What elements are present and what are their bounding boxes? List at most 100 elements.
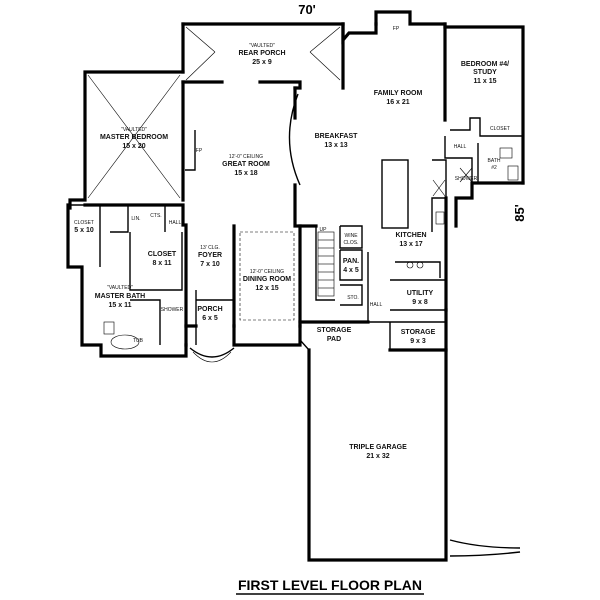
wall-bedroom4-outer xyxy=(443,25,525,185)
pantry-size: 4 x 5 xyxy=(343,267,359,274)
wall-pantry xyxy=(339,249,363,281)
vault-porch-4 xyxy=(309,51,341,81)
shower-br4-label: SHOWER xyxy=(455,176,478,182)
closet-left-size: 5 x 10 xyxy=(74,227,94,234)
wall-master-bottom xyxy=(83,203,185,227)
stairs xyxy=(317,231,335,297)
dining-room-note: 12'-0" CEILING xyxy=(250,269,284,275)
breakfast-size: 13 x 13 xyxy=(324,142,347,149)
wall-bath2-bottom xyxy=(454,181,525,228)
bath2-name2: #2 xyxy=(491,165,497,171)
rear-porch-name: REAR PORCH xyxy=(238,50,285,57)
vault-mb-2 xyxy=(87,74,181,199)
tub-shape xyxy=(110,334,140,350)
hall-mb-label: HALL xyxy=(169,220,182,226)
wall-storage-small xyxy=(340,284,363,306)
kitchen-counter-right xyxy=(431,159,447,232)
wall-utility-bottom xyxy=(390,309,447,323)
porch-name: PORCH xyxy=(197,306,222,313)
great-room-size: 15 x 18 xyxy=(234,170,257,177)
front-steps-arc xyxy=(189,347,235,358)
wall-master-bedroom-outer xyxy=(68,70,185,210)
storage-util-size: 9 x 3 xyxy=(410,338,426,345)
vault-porch-1 xyxy=(185,26,216,53)
kitchen-name: KITCHEN xyxy=(395,232,426,239)
foyer-note: 13' CLG. xyxy=(200,245,220,251)
shower-mb-label: SHOWER xyxy=(161,307,184,313)
fireplace-mb-box xyxy=(185,130,196,171)
master-bedroom-name: MASTER BEDROOM xyxy=(100,134,168,141)
bath2-name: BATH xyxy=(488,158,501,164)
interior-walls xyxy=(68,22,523,350)
master-bath-note: "VAULTED" xyxy=(107,285,133,291)
sink-kitchen-2 xyxy=(416,261,424,269)
shower-br4-x2 xyxy=(459,167,473,183)
rear-porch-note: "VAULTED" xyxy=(249,43,275,49)
wall-lin xyxy=(110,204,129,233)
triple-garage-name: TRIPLE GARAGE xyxy=(349,444,407,451)
wine-closet-name2: CLOS. xyxy=(343,240,358,246)
dining-room-size: 12 x 15 xyxy=(255,285,278,292)
kitchen-size: 13 x 17 xyxy=(399,241,422,248)
closet-mid-size: 8 x 11 xyxy=(152,260,171,267)
master-bath-name: MASTER BATH xyxy=(95,293,145,300)
wall-chimney-top xyxy=(374,10,447,26)
plan-title: FIRST LEVEL FLOOR PLAN xyxy=(238,577,422,593)
wall-closet-left xyxy=(68,204,101,267)
lin-label: LIN. xyxy=(131,216,140,222)
bedroom4-name: BEDROOM #4/ xyxy=(461,61,509,68)
bath2-sink xyxy=(499,147,513,159)
kitchen-island xyxy=(381,159,409,229)
sink-kitchen xyxy=(406,261,414,269)
master-bedroom-note: "VAULTED" xyxy=(121,127,147,133)
fireplace-mb-label: FP xyxy=(196,148,203,154)
fireplace-top-label: FP xyxy=(393,26,400,32)
closet-br4-label: CLOSET xyxy=(490,126,510,132)
wall-master-bath-divider xyxy=(130,299,161,345)
hall-util-label: HALL xyxy=(370,302,383,308)
bath2-toilet xyxy=(507,165,519,181)
rear-porch-size: 25 x 9 xyxy=(252,59,272,66)
wall-stair-top xyxy=(293,183,318,228)
bedroom4-name2: STUDY xyxy=(473,69,497,76)
foyer-name: FOYER xyxy=(198,252,222,259)
dining-ceiling-outline xyxy=(239,231,295,321)
bedroom4-size: 11 x 15 xyxy=(474,78,497,85)
wall-entry-left xyxy=(184,324,198,347)
triple-garage-size: 21 x 32 xyxy=(366,453,389,460)
storage-util-name: STORAGE xyxy=(401,329,436,336)
fixtures xyxy=(103,147,519,350)
kitchen-x2 xyxy=(432,179,446,197)
storage-small-label: STO. xyxy=(347,295,359,301)
kitchen-appliance xyxy=(435,211,445,225)
wall-garage xyxy=(307,348,448,562)
wine-closet-name: WINE xyxy=(344,233,358,239)
front-steps-arc-2 xyxy=(192,351,232,363)
driveway-curve xyxy=(449,539,521,549)
vault-porch-3 xyxy=(185,51,216,81)
cts-label: CTS. xyxy=(150,213,161,219)
storage-pad-name2: PAD xyxy=(327,336,341,343)
wall-stair-right xyxy=(315,226,335,301)
wall-hall-br4 xyxy=(444,136,473,183)
family-room-size: 16 x 21 xyxy=(386,99,409,106)
vault-lines xyxy=(87,26,341,321)
utility-name: UTILITY xyxy=(407,290,434,297)
toilet-mb xyxy=(103,321,115,335)
porch-size: 6 x 5 xyxy=(202,315,218,322)
wall-br4-closet xyxy=(450,117,523,137)
wall-master-bath-outer xyxy=(66,203,188,358)
stairs-up-label: UP xyxy=(320,227,328,233)
dining-room-name: DINING ROOM xyxy=(243,276,291,283)
wall-top-mid xyxy=(341,22,378,45)
breakfast-curve xyxy=(288,93,301,186)
wall-closet-mid xyxy=(129,232,183,291)
storage-pad-name: STORAGE xyxy=(317,327,352,334)
driveway-curve-2 xyxy=(449,551,521,557)
pantry-name: PAN. xyxy=(343,258,359,265)
depth-dimension-label: 85' xyxy=(512,204,527,222)
breakfast-name: BREAKFAST xyxy=(315,133,359,140)
width-dimension-label: 70' xyxy=(298,2,316,17)
master-bedroom-size: 15 x 20 xyxy=(122,143,145,150)
